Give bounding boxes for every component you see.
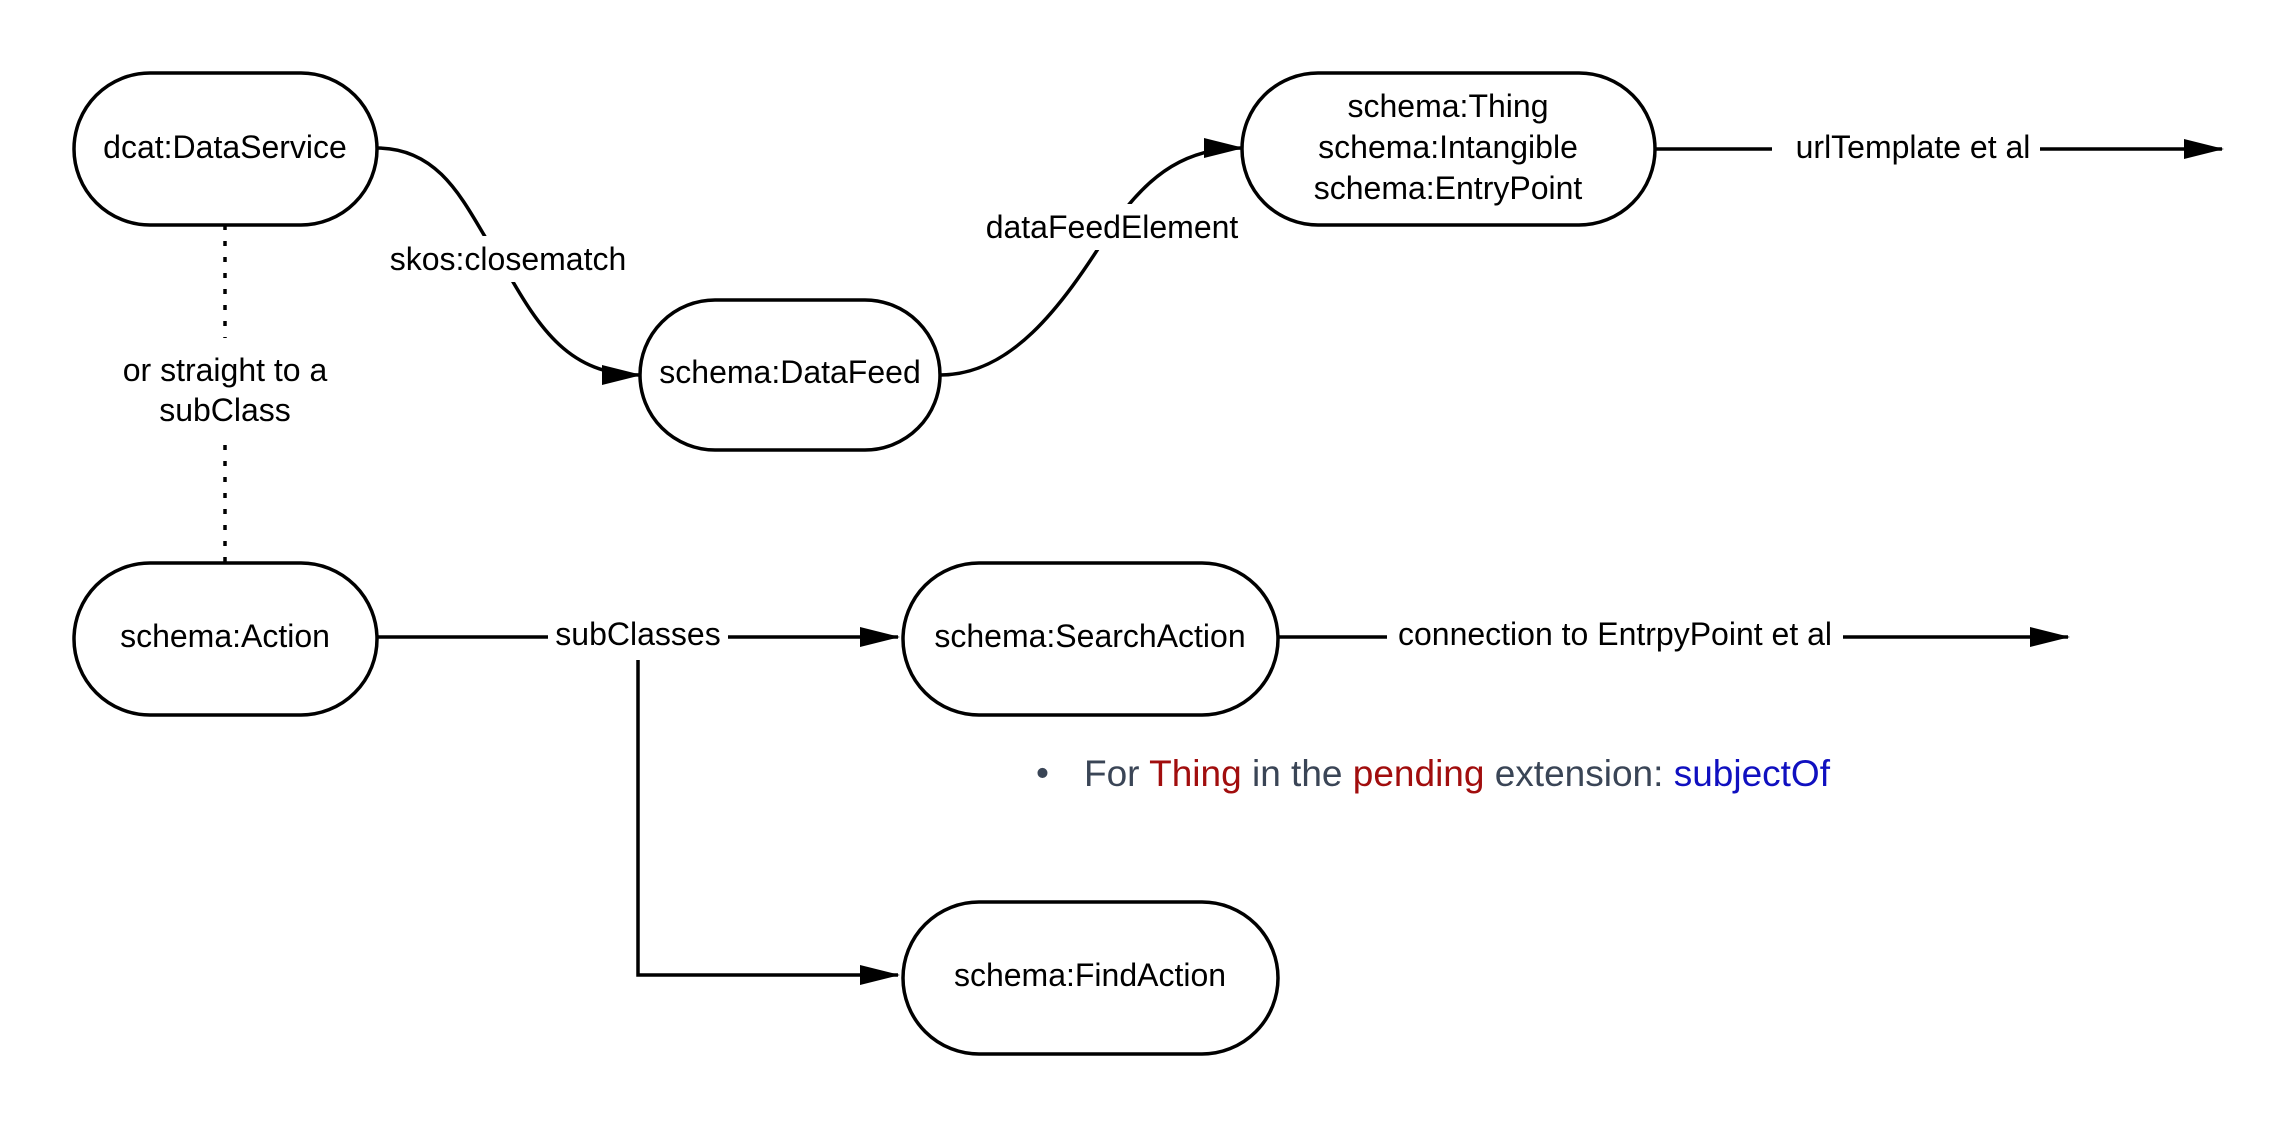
node-label: schema:Action: [120, 618, 330, 654]
connection-label: connection to EntrpyPoint et al: [1398, 616, 1832, 652]
node-shape: [901, 900, 1280, 1056]
subclasses-label: subClasses: [555, 616, 720, 652]
node-shape: [638, 298, 942, 452]
node-label: schema:FindAction: [954, 957, 1226, 993]
note-part-in-the: in the: [1242, 753, 1353, 794]
node-shape: [72, 561, 379, 717]
find-action-edge: [636, 660, 900, 985]
or-straight-label-line-1: or straight to a: [123, 352, 328, 388]
node-schema-datafeed: schema:DataFeed: [638, 298, 942, 452]
node-label: schema:DataFeed: [659, 354, 920, 390]
node-shape: [72, 71, 379, 227]
note-bullet: •: [1036, 753, 1049, 794]
node-shape: [901, 561, 1280, 717]
node-schema-searchaction: schema:SearchAction: [901, 561, 1280, 717]
node-label-line-1: schema:Thing: [1348, 88, 1549, 124]
note-part-for: For: [1084, 753, 1149, 794]
node-schema-action: schema:Action: [72, 561, 379, 717]
url-template-label: urlTemplate et al: [1796, 129, 2031, 165]
node-label-line-3: schema:EntryPoint: [1314, 170, 1583, 206]
node-schema-findaction: schema:FindAction: [901, 900, 1280, 1056]
datafeed-element-label: dataFeedElement: [986, 209, 1239, 245]
node-label: schema:SearchAction: [934, 618, 1245, 654]
note-text: For Thing in the pending extension: subj…: [1084, 753, 1831, 794]
note-part-thing: Thing: [1149, 753, 1242, 794]
datafeed-element-edge: [939, 138, 1244, 377]
node-label-line-2: schema:Intangible: [1318, 129, 1578, 165]
node-dcat-dataservice: dcat:DataService: [72, 71, 379, 227]
note-part-subjectof: subjectOf: [1674, 753, 1831, 794]
closematch-label-bg: [380, 236, 636, 282]
datafeed-element-label-bg: [975, 204, 1250, 250]
note-part-pending: pending: [1353, 753, 1485, 794]
node-label: dcat:DataService: [103, 129, 347, 165]
node-shape: [1240, 71, 1657, 227]
pending-extension-note: • For Thing in the pending extension: su…: [1036, 753, 1831, 794]
node-schema-thing-stack: schema:Thing schema:Intangible schema:En…: [1240, 71, 1657, 227]
note-part-extension: extension:: [1484, 753, 1673, 794]
or-straight-label-line-2: subClass: [159, 392, 291, 428]
closematch-label: skos:closematch: [390, 241, 627, 277]
